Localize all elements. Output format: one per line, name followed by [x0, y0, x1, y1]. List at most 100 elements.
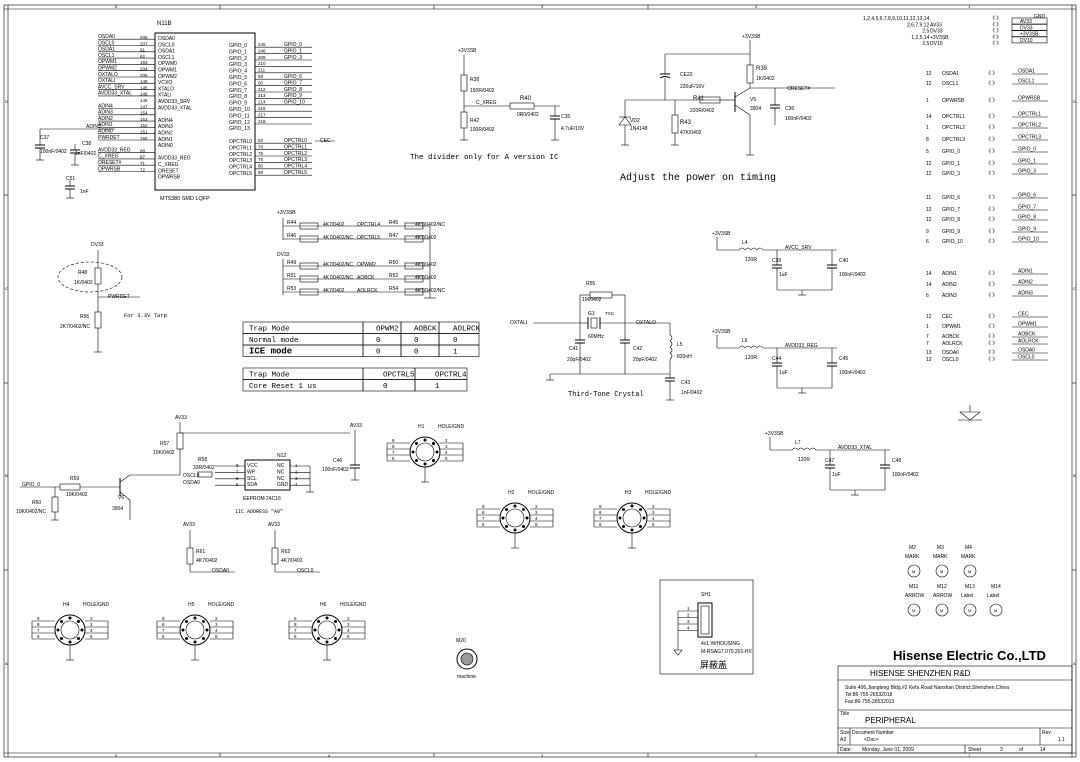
hole-via — [431, 442, 435, 446]
trap-res-ref: R46 — [287, 233, 296, 239]
hole-via — [415, 442, 419, 446]
mcu-left-pin-name: OPWRSB — [158, 175, 181, 181]
cap1-ref: C47 — [825, 458, 834, 464]
mcu-right-pin-name: OPCTRL4 — [229, 165, 252, 171]
r59-ref: R59 — [70, 476, 79, 482]
date-label: Date: — [840, 747, 852, 753]
pwrdet-net: PWRDET — [108, 294, 130, 300]
sheet-of: of — [1019, 747, 1024, 753]
r38-ref: R38 — [470, 77, 479, 83]
shield-pin-number: 4 — [687, 626, 690, 631]
mcu-left-pin-name: AVDD33_XTAL — [158, 105, 192, 111]
gnd-net-label: +3V3SB — [930, 35, 949, 41]
hole-pin-right: 5 — [347, 634, 350, 639]
connector-pin-number: 1 — [926, 125, 929, 131]
connector-net-label: OPCTRL1 — [1018, 112, 1041, 118]
xtalo-net: OXTALO — [636, 320, 656, 326]
hole-pin-left: 7 — [392, 450, 395, 455]
shield-pin-number: 1 — [687, 606, 690, 611]
address-line1: Suite 406,Jiangteng Bldg,#2 Kefa Road Na… — [845, 685, 1009, 691]
trap-res-net: OPCTRL5 — [357, 235, 380, 241]
mark-symbol: M — [968, 569, 971, 574]
hole-label: HOLE/GND — [340, 602, 367, 608]
hole-pin-right: 5 — [445, 456, 448, 461]
trap-res2-value: 4K7/0402/NC — [415, 222, 445, 228]
connector-net-label: ADIN1 — [1018, 269, 1033, 275]
mcu-left-net: ORESET# — [98, 160, 122, 166]
cec-net: CEC — [320, 138, 331, 144]
hole-via — [505, 508, 509, 512]
mcu-right-net: OPCTRL4 — [284, 164, 307, 170]
mcu-right-net: GPIO_10 — [284, 100, 305, 106]
g1-tag: TXC — [605, 311, 615, 316]
eeprom-pin-number: 4 — [295, 482, 298, 487]
r62-value: 4K7/0402 — [281, 558, 303, 564]
hole-via — [337, 628, 341, 632]
hole-pin-left: 9 — [482, 504, 485, 509]
hole-pin-left: 8 — [37, 622, 40, 627]
mark-label: MARK — [933, 554, 948, 560]
mcu-left-pin-number: 150 — [140, 136, 148, 141]
connector-icon: 《 》 — [990, 22, 1001, 28]
trap-supply: +3V3SB — [277, 210, 296, 216]
mcu-right-pin-number: 214 — [258, 100, 266, 105]
mcu-right-pin-name: GPIO_6 — [229, 81, 247, 87]
hole-via — [521, 508, 525, 512]
cap2-ref: C48 — [892, 458, 901, 464]
hole-pin-left: 9 — [294, 616, 297, 621]
connector-pin-number: 6 — [926, 239, 929, 245]
c42-value: 20pF/0402 — [633, 357, 657, 363]
mcu-right-pin-number: 89 — [258, 170, 264, 175]
mcu-left-net: OSCL1 — [98, 53, 115, 59]
hole-inner-ring — [622, 508, 642, 528]
mcu-left-pin-name: OSDA1 — [158, 49, 175, 55]
mcu-right-pin-name: GPIO_12 — [229, 120, 250, 126]
r43-value: 47K/0402 — [680, 130, 702, 136]
mcu-left-pin-number: 88 — [140, 148, 146, 153]
hole-via — [333, 636, 337, 640]
cap1-ref: C44 — [772, 356, 781, 362]
mark-ref: M11 — [909, 584, 919, 590]
hole-pin-right: 3 — [445, 444, 448, 449]
trap-res2-value: 4K7/0402 — [415, 235, 437, 241]
r48-value: 1K/0402 — [74, 280, 93, 286]
trap-res-value: 4K7/0402 — [323, 222, 345, 228]
hole-pin-right: 2 — [535, 504, 538, 509]
connector-icon: 《 》 — [986, 357, 997, 363]
trap-res-net: OPCTRL4 — [357, 222, 380, 228]
trap-table-cell: AOLRCK — [453, 326, 481, 334]
pwrdet-dv33: DV33 — [91, 242, 104, 248]
border-col-top: 3 — [541, 4, 544, 9]
connector-net-name: OSDA0 — [942, 350, 959, 356]
l5-ref: L5 — [677, 342, 683, 348]
mcu-left-pin-name: OPWM1 — [158, 68, 177, 74]
m20-label: machine — [457, 674, 476, 680]
title-block: Hisense Electric Co.,LTD HISENSE SHENZHE… — [837, 648, 1073, 754]
hole-label: HOLE/GND — [645, 490, 672, 496]
connector-net-name: OSCL1 — [942, 81, 959, 87]
mcu-left-pin-number: 71 — [140, 161, 146, 166]
hole-via — [501, 516, 505, 520]
connector-pin-number: 1 — [926, 324, 929, 330]
eeprom-pin-number: 1 — [295, 463, 298, 468]
mcu-left-pin-name: XTALO — [158, 86, 174, 92]
mcu-right-pin-name: GPIO_3 — [229, 62, 247, 68]
connector-net-label: OPWM1 — [1018, 322, 1037, 328]
c38-ref: C38 — [82, 141, 91, 147]
r59-value: 10K/0402 — [66, 492, 88, 498]
connector-icon: 《 》 — [986, 271, 997, 277]
n12-ref: N12 — [277, 453, 286, 459]
hole-pin-left: 7 — [162, 628, 165, 633]
connector-net-label: GPIO_10 — [1018, 237, 1039, 243]
c41-ref: C41 — [569, 346, 578, 352]
mcu-part: MT5380 SMD LQFP — [160, 196, 210, 202]
connector-icon: 《 》 — [986, 125, 997, 131]
connector-pin-number: 6 — [926, 293, 929, 299]
connector-pin-number: 12 — [926, 171, 932, 177]
dept-name: HISENSE SHENZHEN R&D — [870, 669, 971, 678]
connector-icon: 《 》 — [990, 41, 1001, 47]
border-col-top: 5 — [115, 4, 118, 9]
c46-ref: C46 — [333, 458, 342, 464]
